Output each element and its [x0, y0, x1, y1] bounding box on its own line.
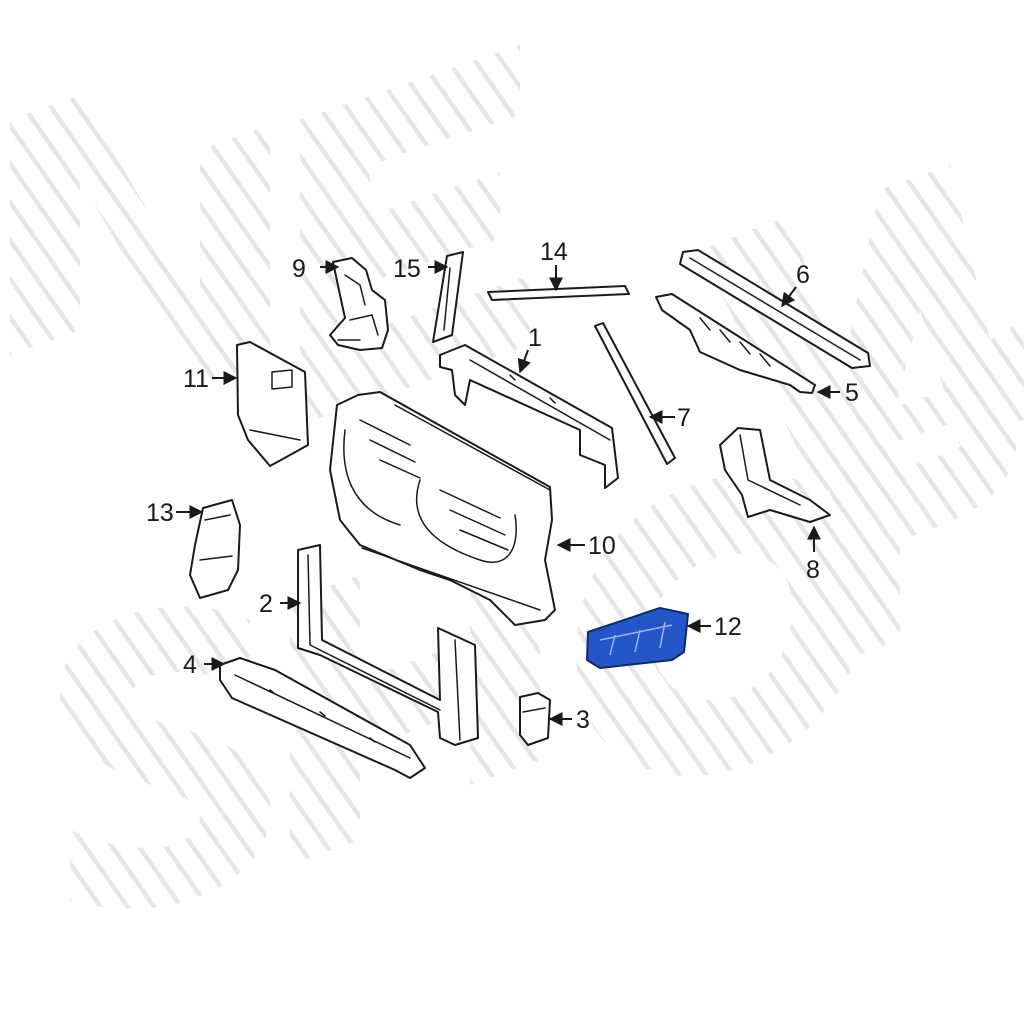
callout-3: 3	[576, 706, 590, 734]
part-9-bracket	[329, 257, 389, 351]
part-12-duct-highlighted[interactable]	[586, 607, 689, 669]
part-10-frame	[329, 391, 556, 626]
part-7-strut	[594, 322, 676, 465]
callout-14: 14	[540, 238, 568, 266]
callout-12: 12	[714, 613, 742, 641]
callout-7: 7	[677, 404, 691, 432]
part-2-support	[297, 544, 479, 746]
part-6-rail	[679, 249, 871, 369]
callout-labels: 9 15 14 6 1 11 5 7 13 10 8 2 12 4 3	[146, 238, 859, 734]
callout-10: 10	[588, 532, 616, 560]
callout-1: 1	[528, 324, 542, 352]
callout-8: 8	[806, 556, 820, 584]
part-5-shroud	[655, 293, 816, 394]
part-13-guide	[189, 499, 241, 599]
leader-lines	[176, 260, 840, 726]
part-15-strip	[432, 251, 464, 343]
callout-15: 15	[393, 255, 421, 283]
callout-9: 9	[292, 255, 306, 283]
leader-6	[781, 286, 797, 308]
callout-13: 13	[146, 499, 174, 527]
part-14-bar	[487, 285, 630, 301]
callout-5: 5	[845, 379, 859, 407]
callout-11: 11	[183, 365, 209, 393]
callout-6: 6	[796, 261, 810, 289]
part-3-bracket	[519, 692, 551, 746]
part-4-beam	[219, 657, 426, 779]
part-11-air-guide	[236, 341, 309, 467]
part-1-carrier	[439, 344, 619, 489]
part-8-duct	[719, 427, 831, 523]
leader-1	[517, 349, 531, 374]
callout-2: 2	[259, 590, 273, 618]
callout-4: 4	[183, 651, 197, 679]
